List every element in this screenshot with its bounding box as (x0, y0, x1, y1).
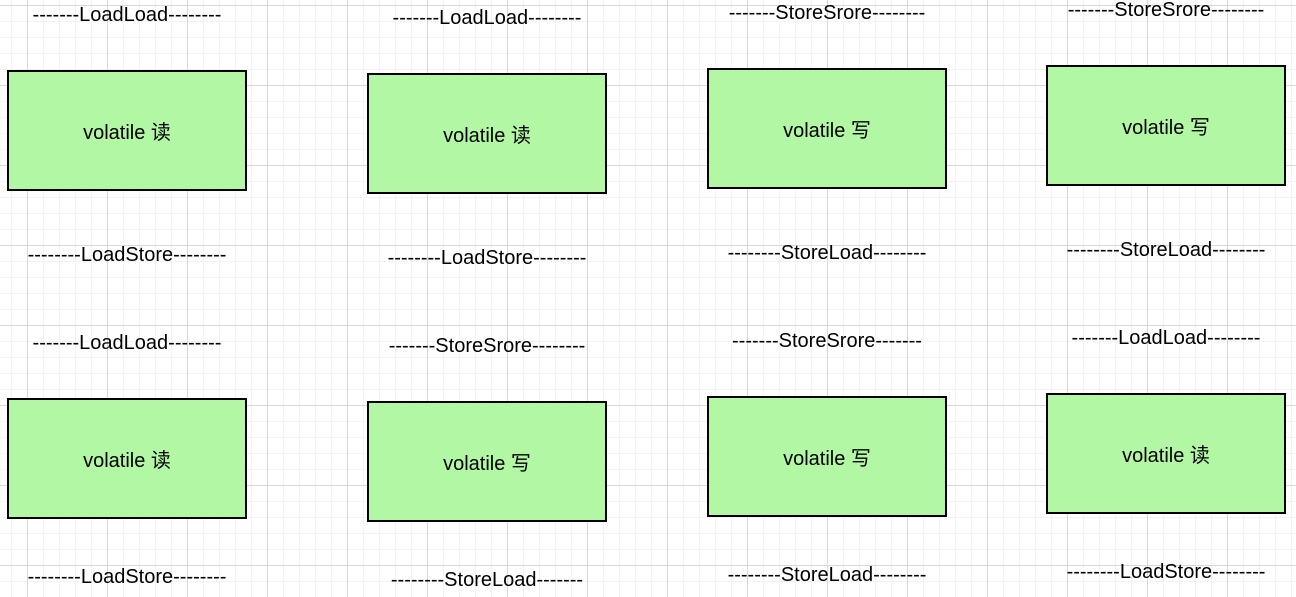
barrier-label: -------LoadLoad-------- (392, 7, 582, 29)
volatile-write-box: volatile 写 (367, 401, 607, 522)
volatile-write-box: volatile 写 (707, 68, 947, 189)
barrier-label: --------LoadStore-------- (387, 247, 587, 269)
barrier-label: -------LoadLoad-------- (32, 4, 222, 26)
barrier-label: --------LoadStore-------- (1066, 561, 1266, 583)
barrier-label: --------StoreLoad------- (390, 569, 584, 591)
barrier-label: -------LoadLoad-------- (1071, 327, 1261, 349)
volatile-read-box: volatile 读 (7, 70, 247, 191)
diagram-column-4: -------StoreSrore-------- volatile 写 ---… (1046, 0, 1286, 589)
barrier-label: --------LoadStore-------- (27, 566, 227, 588)
volatile-read-box: volatile 读 (1046, 393, 1286, 514)
volatile-write-box: volatile 写 (1046, 65, 1286, 186)
barrier-label: --------StoreLoad-------- (1066, 239, 1266, 261)
barrier-label: -------LoadLoad-------- (32, 332, 222, 354)
barrier-label: -------StoreSrore-------- (728, 2, 926, 24)
diagram-column-2: -------LoadLoad-------- volatile 读 -----… (367, 5, 607, 597)
barrier-label: -------StoreSrore-------- (388, 335, 586, 357)
volatile-read-box: volatile 读 (7, 398, 247, 519)
barrier-label: --------LoadStore-------- (27, 244, 227, 266)
diagram-column-3: -------StoreSrore-------- volatile 写 ---… (707, 0, 947, 592)
diagram-column-1: -------LoadLoad-------- volatile 读 -----… (7, 2, 247, 594)
barrier-label: -------StoreSrore------- (732, 330, 922, 352)
barrier-label: --------StoreLoad-------- (727, 242, 927, 264)
barrier-label: -------StoreSrore-------- (1067, 0, 1265, 21)
volatile-read-box: volatile 读 (367, 73, 607, 194)
barrier-label: --------StoreLoad-------- (727, 564, 927, 586)
volatile-write-box: volatile 写 (707, 396, 947, 517)
